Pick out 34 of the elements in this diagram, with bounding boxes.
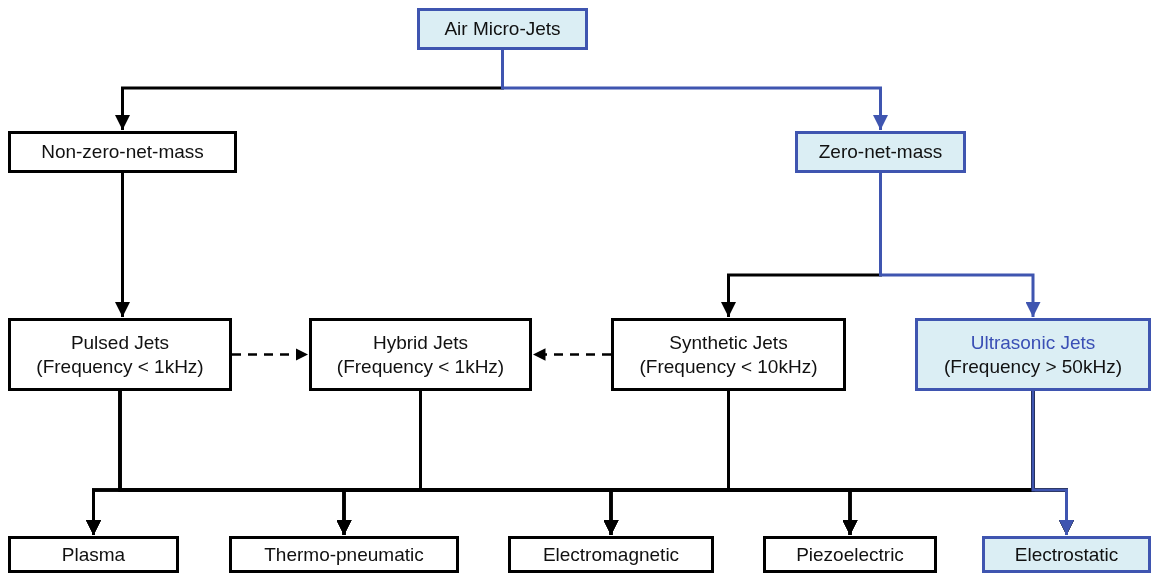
category-box — [8, 131, 237, 173]
node-title: Non-zero-net-mass — [41, 140, 204, 164]
arrow — [501, 50, 888, 130]
node-title: Ultrasonic Jets — [970, 330, 1096, 355]
node-title: Synthetic Jets — [669, 330, 788, 355]
arrow — [879, 173, 1041, 317]
category-box — [611, 318, 846, 391]
node-subtitle: (Frequency < 1kHz) — [36, 354, 204, 379]
dashed-arrow — [232, 348, 308, 361]
category-box — [982, 536, 1151, 573]
node-title: Electrostatic — [1014, 542, 1119, 567]
category-box — [229, 536, 459, 573]
category-box — [8, 318, 232, 391]
node-subtitle: (Frequency < 1kHz) — [336, 354, 505, 379]
node-title: Pulsed Jets — [70, 330, 170, 355]
dashed-arrow — [533, 348, 611, 361]
node-subtitle: (Frequency > 50kHz) — [944, 354, 1122, 379]
node-title: Plasma — [61, 542, 126, 567]
node-title: Electromagnetic — [542, 542, 680, 567]
category-box — [763, 536, 937, 573]
category-box — [309, 318, 532, 391]
node-title: Air Micro-Jets — [444, 17, 561, 41]
node-title: Piezoelectric — [796, 542, 904, 567]
arrow — [115, 173, 130, 317]
node-subtitle: (Frequency < 10kHz) — [639, 354, 818, 379]
category-box — [508, 536, 714, 573]
category-box — [417, 8, 588, 50]
node-title: Thermo-pneumatic — [264, 542, 424, 567]
arrow — [1031, 391, 1074, 535]
category-box — [915, 318, 1151, 391]
node-title: Hybrid Jets — [373, 330, 468, 355]
node-title: Zero-net-mass — [818, 140, 943, 164]
category-box — [795, 131, 966, 173]
category-box — [8, 536, 179, 573]
